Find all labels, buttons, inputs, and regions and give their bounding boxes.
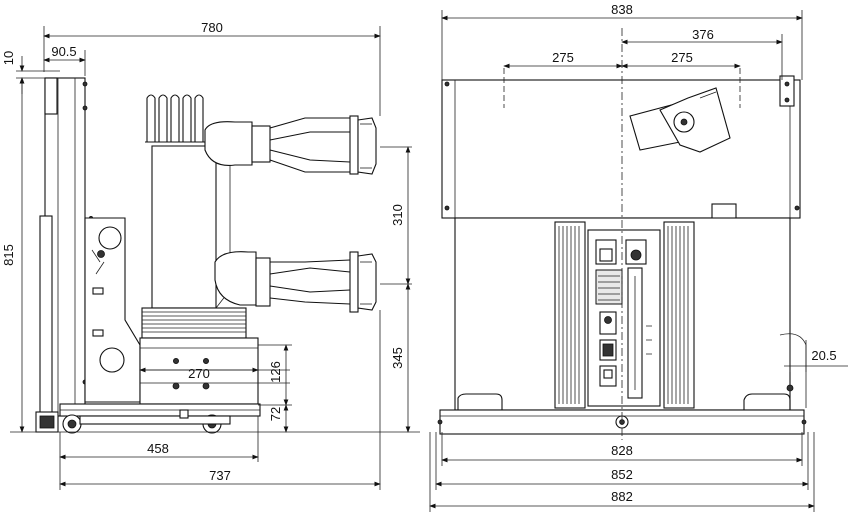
lower-terminal-arm	[214, 251, 377, 313]
dim-20-5: 20.5	[811, 348, 836, 363]
front-view: 838 376 275 275 20.5 828 852	[429, 2, 848, 512]
dim-828: 828	[611, 443, 633, 458]
dim-376: 376	[692, 27, 714, 42]
front-upper-panel	[441, 75, 801, 219]
dim-72: 72	[268, 407, 283, 421]
upper-insulator	[145, 94, 208, 143]
lower-bellows	[139, 307, 259, 405]
dim-10: 10	[1, 51, 16, 65]
dim-780: 780	[201, 20, 223, 35]
dim-345: 345	[390, 347, 405, 369]
dim-310: 310	[390, 204, 405, 226]
side-view: 780 90.5 10 815 310 345 270	[1, 20, 420, 490]
dim-882: 882	[611, 489, 633, 504]
pole-body	[151, 145, 231, 309]
dim-90-5: 90.5	[51, 44, 76, 59]
front-dimensions: 838 376 275 275 20.5 828 852	[429, 2, 848, 512]
dim-737: 737	[209, 468, 231, 483]
dim-275-right: 275	[671, 50, 693, 65]
dim-126: 126	[268, 361, 283, 383]
base-carriage	[35, 357, 261, 434]
side-dimensions: 780 90.5 10 815 310 345 270	[1, 20, 411, 490]
mechanism-bracket	[84, 217, 141, 403]
dim-838: 838	[611, 2, 633, 17]
operating-handle	[526, 87, 737, 221]
dim-458: 458	[147, 441, 169, 456]
dim-852: 852	[611, 467, 633, 482]
side-frame	[39, 77, 94, 419]
dim-270: 270	[188, 366, 210, 381]
dim-815: 815	[1, 244, 16, 266]
dim-275-left: 275	[552, 50, 574, 65]
control-panel	[587, 229, 661, 407]
upper-terminal-arm	[204, 115, 377, 175]
